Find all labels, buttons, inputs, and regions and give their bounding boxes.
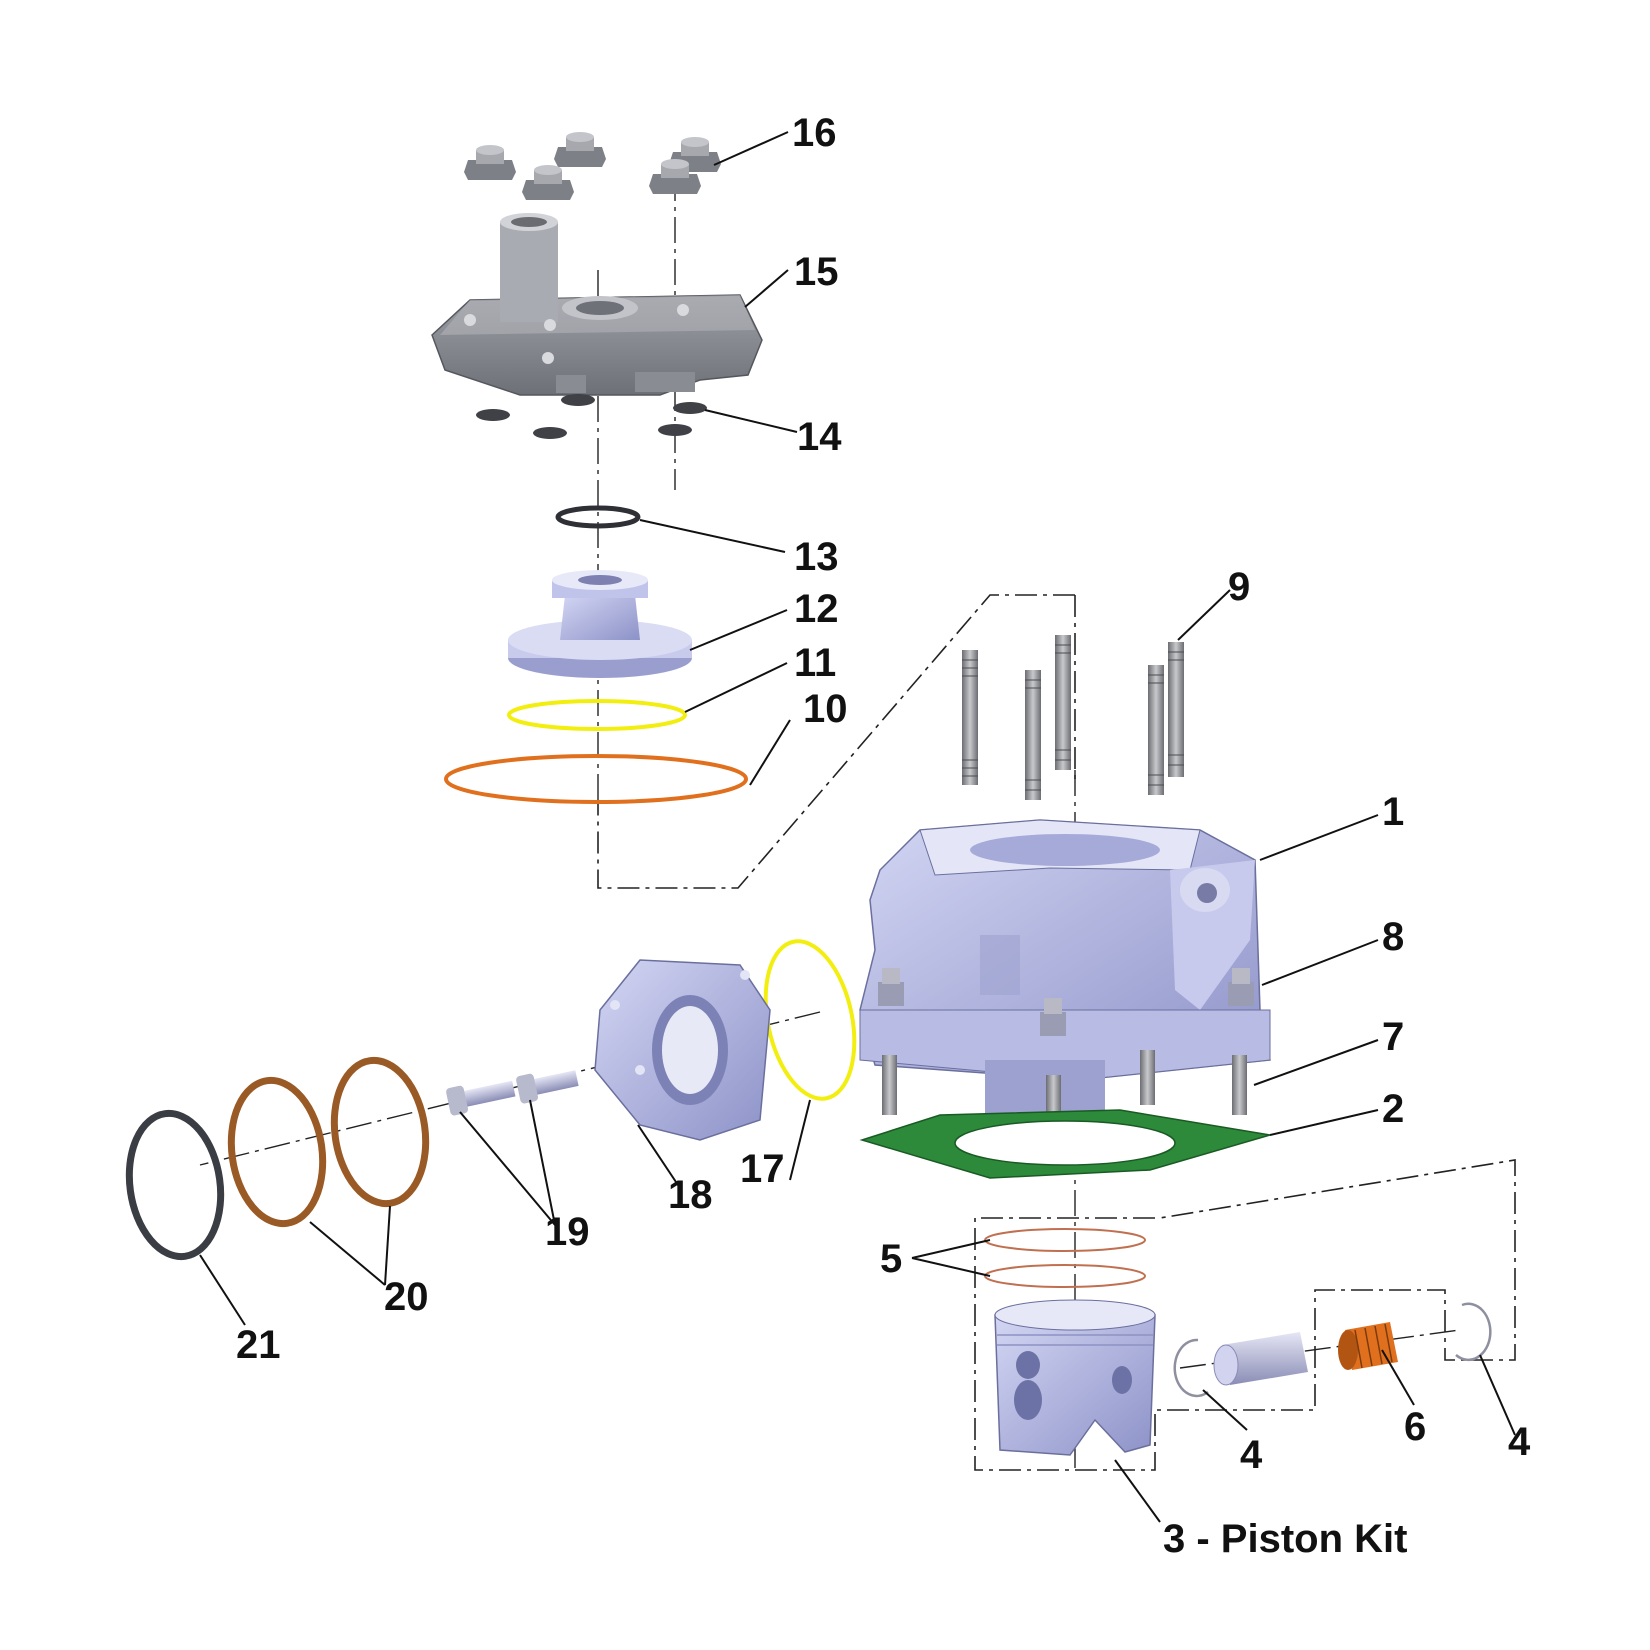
callout-5: 5 xyxy=(880,1237,902,1281)
callout-12: 12 xyxy=(794,587,839,631)
leader-17 xyxy=(789,1099,811,1181)
callout-7: 7 xyxy=(1382,1015,1404,1059)
callout-3-piston-kit: 3 - Piston Kit xyxy=(1163,1517,1407,1561)
leader-6 xyxy=(1381,1349,1415,1406)
part-11-yellow-o-ring xyxy=(507,699,687,731)
part-9-studs xyxy=(962,635,1184,800)
leader-11 xyxy=(684,662,788,713)
part-10-orange-o-ring xyxy=(444,754,748,804)
leader-21 xyxy=(199,1254,246,1326)
callout-9: 9 xyxy=(1228,565,1250,609)
part-7-lower-studs xyxy=(882,1050,1247,1140)
leader-3 xyxy=(1114,1459,1161,1523)
callout-18: 18 xyxy=(668,1173,713,1217)
callout-2: 2 xyxy=(1382,1087,1404,1131)
part-5-piston-ring-b xyxy=(984,1264,1146,1288)
part-20-ring-a xyxy=(330,1056,430,1208)
callout-16: 16 xyxy=(792,111,837,155)
leader-8 xyxy=(1261,939,1379,986)
part-16-nuts xyxy=(464,132,721,200)
part-2-base-gasket xyxy=(859,1109,1271,1179)
part-21-ring xyxy=(125,1109,225,1261)
callout-14: 14 xyxy=(797,415,842,459)
part-4-clip-right xyxy=(1455,1302,1492,1362)
callout-4-left: 4 xyxy=(1240,1433,1263,1477)
leader-7 xyxy=(1253,1039,1379,1086)
leader-5 xyxy=(911,1239,991,1277)
part-5-piston-ring-a xyxy=(984,1228,1146,1252)
leader-2 xyxy=(1269,1109,1379,1136)
part-14-washers xyxy=(476,394,707,439)
leader-1 xyxy=(1259,814,1379,861)
leader-4a xyxy=(1202,1389,1248,1431)
leader-15 xyxy=(744,269,789,308)
leader-12 xyxy=(689,609,788,651)
callout-8: 8 xyxy=(1382,915,1404,959)
callout-17: 17 xyxy=(740,1147,785,1191)
part-4-clip-left xyxy=(1173,1338,1209,1398)
callout-15: 15 xyxy=(794,250,839,294)
leader-14 xyxy=(704,409,798,433)
piston-kit-bracket xyxy=(974,1159,1516,1471)
callout-1: 1 xyxy=(1382,790,1404,834)
leader-10 xyxy=(749,719,791,786)
callout-20: 20 xyxy=(384,1275,429,1319)
part-6-needle-bearing xyxy=(1338,1322,1398,1370)
head-group-bracket xyxy=(597,594,1075,889)
leader-13 xyxy=(639,519,786,553)
part-3-piston xyxy=(994,1299,1156,1456)
part-12-head-insert xyxy=(508,570,692,678)
part-1-cylinder xyxy=(859,819,1271,1140)
part-18-intake-manifold xyxy=(594,959,771,1141)
part-13-o-ring xyxy=(555,505,641,529)
callout-21: 21 xyxy=(236,1323,281,1367)
leader-9 xyxy=(1177,589,1231,641)
leader-19 xyxy=(459,1099,556,1226)
callout-4-right: 4 xyxy=(1508,1420,1531,1464)
callout-10: 10 xyxy=(803,687,848,731)
callout-19: 19 xyxy=(545,1210,590,1254)
callout-6: 6 xyxy=(1404,1405,1426,1449)
leader-lines xyxy=(199,131,1516,1523)
leader-18 xyxy=(637,1124,681,1189)
part-20-ring-b xyxy=(227,1076,327,1228)
callout-11: 11 xyxy=(794,641,836,685)
callout-13: 13 xyxy=(794,535,839,579)
wrist-pin xyxy=(1213,1332,1308,1386)
leader-4b xyxy=(1479,1354,1516,1436)
leader-20 xyxy=(309,1205,391,1286)
part-19-bolts xyxy=(446,1070,579,1116)
leader-16 xyxy=(713,131,789,166)
part-15-cylinder-head xyxy=(431,213,763,396)
